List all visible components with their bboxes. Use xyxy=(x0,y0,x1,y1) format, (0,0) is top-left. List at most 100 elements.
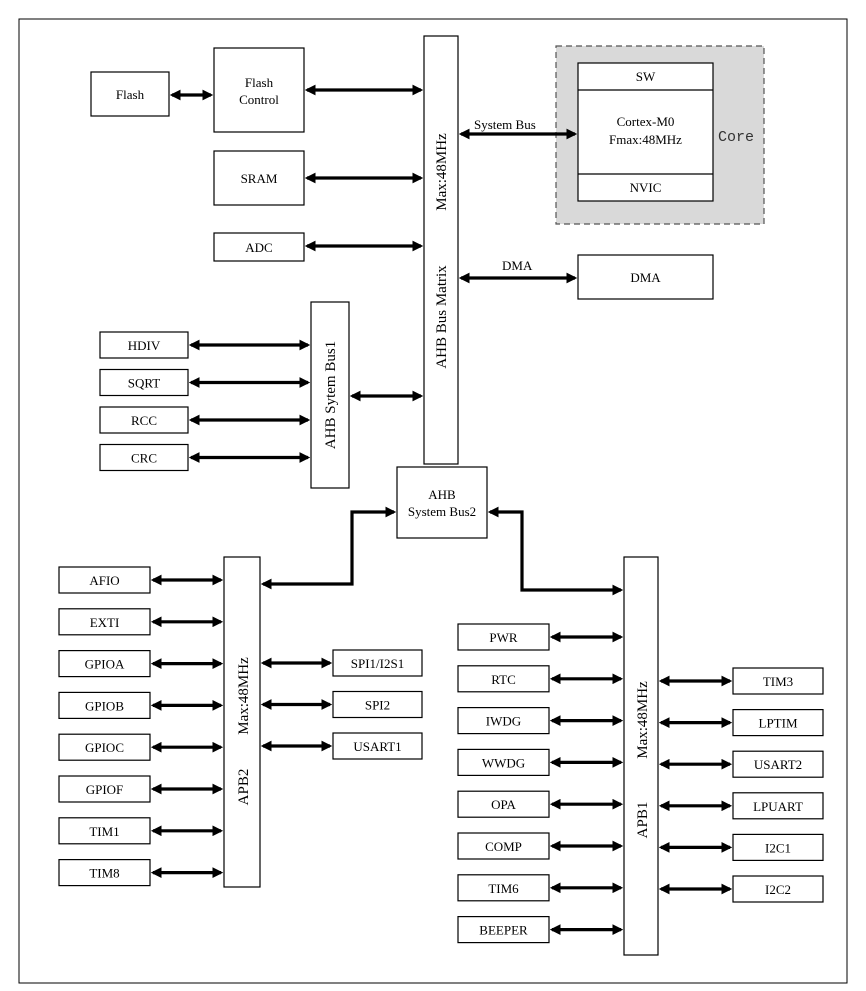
usart1-label: USART1 xyxy=(353,739,401,754)
spi1-i2s1-label: SPI1/I2S1 xyxy=(351,656,404,671)
iwdg-label: IWDG xyxy=(486,714,521,729)
spi2-label: SPI2 xyxy=(365,698,390,713)
ahb-system-bus2 xyxy=(396,466,488,539)
gpiob-label: GPIOB xyxy=(85,698,124,713)
tim8-label: TIM8 xyxy=(89,866,119,881)
nvic-label: NVIC xyxy=(630,180,662,195)
wwdg-block xyxy=(457,748,550,777)
gpioc-block xyxy=(58,733,151,761)
exti-label: EXTI xyxy=(90,615,120,630)
gpiof-label: GPIOF xyxy=(86,782,124,797)
cortex-m0-block xyxy=(577,62,714,202)
gpioa-block xyxy=(58,649,151,678)
cortex-m0-label: Cortex-M0 xyxy=(617,114,675,129)
hdiv-block xyxy=(99,331,189,359)
comp-block xyxy=(457,832,550,860)
afio-label: AFIO xyxy=(89,573,119,588)
apb2-bus xyxy=(223,556,261,888)
gpioc-label: GPIOC xyxy=(85,740,124,755)
apb1-bus xyxy=(623,556,659,956)
tim6-label: TIM6 xyxy=(488,881,519,896)
usart2-block xyxy=(732,750,824,778)
rtc-block xyxy=(457,665,550,693)
apb1-freq-label: Max:48MHz xyxy=(635,681,651,759)
core-label: Core xyxy=(718,129,754,146)
gpiob-block xyxy=(58,691,151,720)
rcc-label: RCC xyxy=(131,413,157,428)
adc-label: ADC xyxy=(245,240,272,255)
ahb-matrix-freq-label: Max:48MHz xyxy=(434,133,450,211)
bus2-to-apb2-arrow xyxy=(260,506,397,590)
wwdg-label: WWDG xyxy=(482,755,525,770)
dma-label: DMA xyxy=(630,270,661,285)
bus-connections xyxy=(169,84,624,596)
iwdg-block xyxy=(457,706,550,735)
adc-block xyxy=(213,232,305,262)
dma-bus-label: DMA xyxy=(502,258,533,273)
bus2-to-apb1-arrow xyxy=(487,506,624,596)
spi2-block xyxy=(332,690,423,719)
sqrt-label: SQRT xyxy=(128,376,161,391)
fmax-label: Fmax:48MHz xyxy=(609,132,682,147)
exti-block xyxy=(58,608,151,636)
pwr-label: PWR xyxy=(489,630,518,645)
sw-label: SW xyxy=(636,69,656,84)
apb2-label: APB2 xyxy=(236,769,252,806)
flash-block xyxy=(90,71,170,117)
lptim-block xyxy=(732,708,824,737)
lpuart-label: LPUART xyxy=(753,799,803,814)
tim6-block xyxy=(457,874,550,902)
crc-block xyxy=(99,443,189,472)
i2c1-label: I2C1 xyxy=(765,840,791,855)
usart2-label: USART2 xyxy=(754,757,802,772)
tim8-block xyxy=(58,858,151,887)
gpiof-block xyxy=(58,775,151,803)
ahb-bus-matrix xyxy=(423,35,459,465)
apb1-label: APB1 xyxy=(635,802,651,839)
sram-block xyxy=(213,150,305,206)
beeper-block xyxy=(457,915,550,944)
i2c1-block xyxy=(732,833,824,862)
ahb-bus1-label: AHB Sytem Bus1 xyxy=(323,341,339,449)
crc-label: CRC xyxy=(131,451,157,466)
sqrt-block xyxy=(99,368,189,397)
system-bus-label: System Bus xyxy=(474,117,536,132)
afio-block xyxy=(58,566,151,594)
outer-frame xyxy=(18,18,848,984)
flash-label: Flash xyxy=(116,87,145,102)
usart1-block xyxy=(332,732,423,760)
ahb-bus2-label-2: System Bus2 xyxy=(408,504,476,519)
opa-label: OPA xyxy=(491,797,516,812)
apb2-freq-label: Max:48MHz xyxy=(236,657,252,735)
opa-block xyxy=(457,790,550,818)
i2c2-label: I2C2 xyxy=(765,882,791,897)
lptim-label: LPTIM xyxy=(759,716,798,731)
pwr-block xyxy=(457,623,550,651)
spi1-i2s1-block xyxy=(332,649,423,677)
dma-block xyxy=(577,254,714,300)
flash-control-block xyxy=(213,47,305,133)
flash-control-label-2: Control xyxy=(239,92,279,107)
comp-label: COMP xyxy=(485,839,522,854)
tim1-block xyxy=(58,817,151,845)
sram-label: SRAM xyxy=(241,171,278,186)
hdiv-label: HDIV xyxy=(128,338,161,353)
flash-control-label-1: Flash xyxy=(245,75,274,90)
tim3-label: TIM3 xyxy=(763,674,793,689)
rtc-label: RTC xyxy=(491,672,516,687)
ahb-system-bus1 xyxy=(310,301,350,489)
ahb-bus1-peripherals: HDIV SQRT RCC CRC xyxy=(99,331,311,472)
tim1-label: TIM1 xyxy=(89,824,119,839)
i2c2-block xyxy=(732,875,824,903)
ahb-bus2-label-1: AHB xyxy=(428,487,456,502)
tim3-block xyxy=(732,667,824,695)
beeper-label: BEEPER xyxy=(479,923,528,938)
ahb-matrix-label: AHB Bus Matrix xyxy=(434,265,450,369)
rcc-block xyxy=(99,406,189,434)
gpioa-label: GPIOA xyxy=(85,657,125,672)
